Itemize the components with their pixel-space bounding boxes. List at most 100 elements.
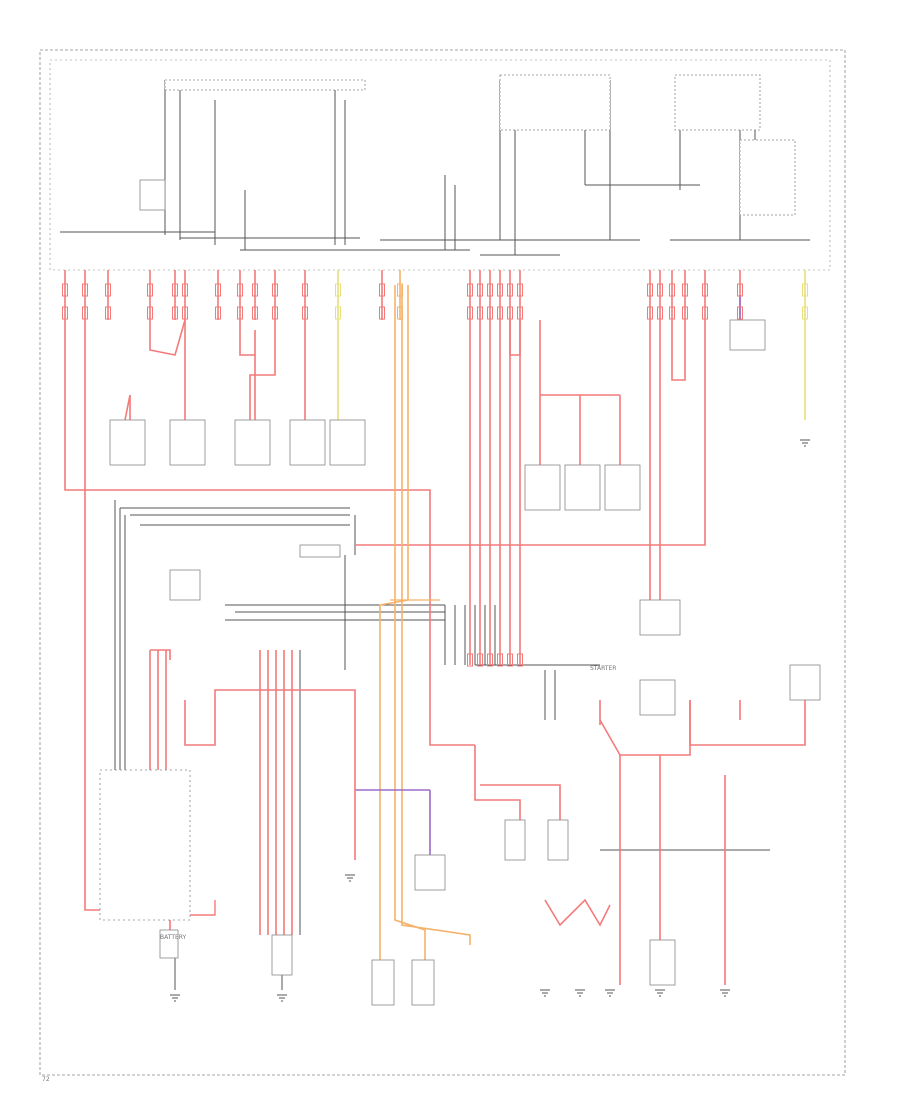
- connector: [272, 306, 278, 320]
- connector: [669, 306, 675, 320]
- control-module-right: [739, 139, 796, 216]
- connector: [82, 283, 88, 297]
- connector: [497, 653, 503, 667]
- connector: [62, 283, 68, 297]
- connector: [507, 283, 513, 297]
- red-branch-wire: [64, 320, 475, 746]
- connector: [507, 653, 513, 667]
- ground-symbols: [170, 439, 810, 1002]
- connector: [647, 283, 653, 297]
- load-h: [604, 464, 641, 511]
- starter-relay: [639, 679, 676, 716]
- red-branch-wire: [509, 320, 521, 356]
- battery-left: [159, 929, 179, 959]
- connector: [215, 283, 221, 297]
- relay-box-left: [499, 74, 611, 131]
- connector: [487, 283, 493, 297]
- load-g: [564, 464, 601, 511]
- load-k: [371, 959, 395, 1006]
- red-branch-wire: [355, 320, 706, 546]
- battery-feed: [184, 689, 356, 760]
- load-a: [109, 419, 146, 466]
- outer-border: [39, 49, 846, 1076]
- ignition-switch-housing: [164, 79, 366, 91]
- orange-wire-2: [401, 285, 471, 945]
- connector: [62, 306, 68, 320]
- relay-box-right: [674, 74, 761, 131]
- red-branch-wire: [539, 320, 620, 396]
- connector: [237, 306, 243, 320]
- red-branch-wire: [124, 394, 131, 421]
- load-m: [649, 939, 676, 986]
- starter-circuit-wire: [689, 700, 806, 746]
- control-box-center: [414, 854, 446, 891]
- connector: [252, 283, 258, 297]
- connector: [497, 306, 503, 320]
- battery-return: [180, 900, 216, 916]
- battery-right: [271, 934, 293, 976]
- connector: [302, 306, 308, 320]
- page-ref-label: 72: [42, 1076, 50, 1083]
- connector: [182, 283, 188, 297]
- red-branch-wire: [249, 320, 276, 420]
- connector: [379, 306, 385, 320]
- connector: [507, 306, 513, 320]
- connector: [737, 283, 743, 297]
- connector: [487, 306, 493, 320]
- starter-circuit-wire: [544, 898, 611, 927]
- connector: [302, 283, 308, 297]
- load-c: [234, 419, 271, 466]
- connector: [702, 306, 708, 320]
- connector: [702, 283, 708, 297]
- connector: [487, 653, 493, 667]
- connector: [517, 283, 523, 297]
- connector: [147, 306, 153, 320]
- connector: [252, 306, 258, 320]
- sensor-box-right: [789, 664, 821, 701]
- colored-wires: [64, 270, 806, 985]
- connector: [477, 653, 483, 667]
- connector: [657, 283, 663, 297]
- load-j: [547, 819, 569, 861]
- connector: [105, 306, 111, 320]
- load-e: [329, 419, 366, 466]
- battery-label: BATTERY: [160, 934, 187, 941]
- red-branch-wire: [671, 320, 686, 381]
- load-b: [169, 419, 206, 466]
- connector: [517, 653, 523, 667]
- battery-disconnect-box: [99, 769, 191, 921]
- connector: [647, 306, 653, 320]
- connector: [657, 306, 663, 320]
- starter-label: STARTER: [590, 665, 617, 672]
- connector: [477, 283, 483, 297]
- connector: [172, 306, 178, 320]
- connector: [335, 306, 341, 320]
- battery-loop: [150, 649, 171, 660]
- connector: [477, 306, 483, 320]
- load-f: [524, 464, 561, 511]
- connector: [379, 283, 385, 297]
- connector: [467, 283, 473, 297]
- orange-wire-3: [379, 285, 409, 960]
- connector: [682, 283, 688, 297]
- connector-block-right: [729, 319, 766, 351]
- connector: [737, 306, 743, 320]
- connector: [682, 306, 688, 320]
- connector: [272, 283, 278, 297]
- connector: [82, 306, 88, 320]
- connector: [497, 283, 503, 297]
- connector: [802, 306, 808, 320]
- load-i: [504, 819, 526, 861]
- red-branch-wire: [149, 319, 186, 356]
- starter-circuit-wire: [480, 784, 561, 820]
- connector: [147, 283, 153, 297]
- relay-panel-border: [49, 59, 831, 271]
- relay-module-left: [169, 569, 201, 601]
- connector: [397, 283, 403, 297]
- connector: [669, 283, 675, 297]
- fuse-holder-mid: [299, 544, 341, 558]
- fuse-block-left: [139, 179, 166, 211]
- main-relay-right: [639, 599, 681, 636]
- connector: [105, 283, 111, 297]
- connector: [215, 306, 221, 320]
